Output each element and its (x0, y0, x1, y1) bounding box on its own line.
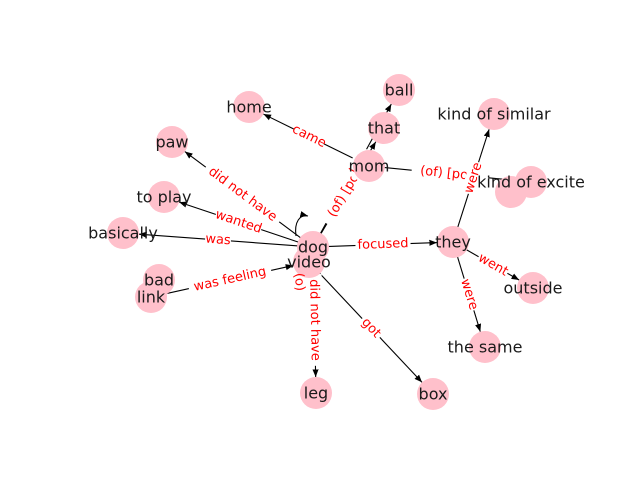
node-circle (478, 98, 510, 130)
edge-label-background (204, 231, 232, 249)
node-outside (517, 272, 549, 304)
node-circle (135, 281, 167, 313)
node-label: basically (88, 224, 158, 243)
node-label: kind of excite (477, 173, 585, 192)
edge-label-background (356, 313, 386, 343)
edge-label: came (290, 122, 329, 151)
node-label: bad (144, 271, 174, 290)
edge-label-group: came (290, 121, 329, 152)
edge-label: went (475, 251, 510, 280)
node-label: outside (504, 279, 563, 298)
node-label: they (435, 233, 471, 252)
edge-label-background (355, 235, 411, 254)
node-label: that (368, 119, 401, 138)
node-label: video (287, 253, 331, 272)
node-mom (353, 150, 385, 182)
node-label: leg (304, 384, 328, 403)
node-label: home (226, 98, 271, 117)
edge-label-group: focused (355, 235, 411, 254)
edge-label-group: went (474, 249, 512, 281)
node-circle (353, 150, 385, 182)
edge-label-group: were (456, 276, 482, 313)
node-leg (300, 377, 332, 409)
edge-label-background (290, 121, 328, 152)
edge-label: was (205, 232, 232, 249)
node-label: box (419, 385, 448, 404)
nodes: home ball that mom paw to play basically dogvid… (88, 74, 585, 410)
node-kind-of-similar (478, 98, 510, 130)
node-to-play (148, 181, 180, 213)
edge-label: did not have (306, 279, 323, 361)
self-loop-arrow (295, 211, 309, 237)
edge-label-background (200, 160, 285, 229)
node-label: the same (448, 338, 523, 357)
node-paw (156, 126, 188, 158)
edge-label-group: was feeling (187, 262, 273, 297)
node-they (437, 226, 469, 258)
node-circle (107, 217, 139, 249)
node-label: link (137, 288, 166, 307)
node-circle (293, 246, 325, 278)
node-box (417, 378, 449, 410)
edge-label-background (187, 262, 273, 297)
extra-labels: (o) (291, 272, 308, 292)
node-label: mom (349, 157, 390, 176)
node-circle (515, 166, 547, 198)
edge-label-background (460, 159, 487, 197)
node-circle (233, 91, 265, 123)
node-label: ball (385, 81, 414, 100)
node-circle (417, 378, 449, 410)
node-ball (383, 74, 415, 106)
node-circle (469, 331, 501, 363)
edge-label-background (456, 276, 482, 313)
node-label: paw (155, 133, 188, 152)
node-label: dog (298, 238, 328, 257)
node-circle (368, 112, 400, 144)
node-that (368, 112, 400, 144)
node-label: to play (136, 188, 191, 207)
edge-label-background (305, 274, 324, 366)
node-circle (148, 181, 180, 213)
node-video (293, 246, 325, 278)
edge-label: was feeling (192, 264, 267, 295)
edge-label-fragment: (o) (291, 272, 308, 292)
node-label: kind of similar (437, 105, 551, 124)
edge-label-background (213, 206, 264, 238)
node-link (135, 281, 167, 313)
node-circle (437, 226, 469, 258)
node-home (233, 91, 265, 123)
node-circle (300, 377, 332, 409)
node-basically (107, 217, 139, 249)
edge-label-group: did not have (305, 274, 324, 366)
node-the-same (469, 331, 501, 363)
edge-label-group: was (204, 231, 232, 249)
edge-label-background (474, 249, 512, 281)
edge-label: focused (357, 236, 408, 253)
node-circle (517, 272, 549, 304)
node-circle (156, 126, 188, 158)
node-circle (383, 74, 415, 106)
node-kind-of-excite (515, 166, 547, 198)
